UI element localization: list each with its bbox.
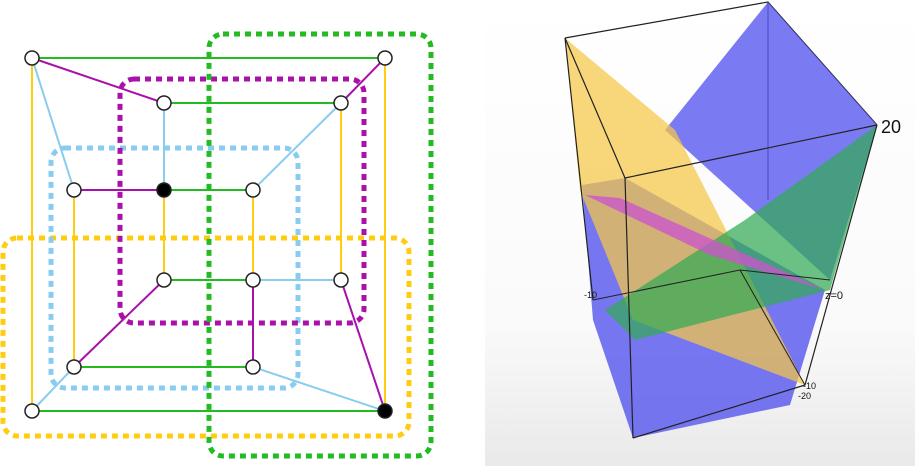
- node-outer-top-right: [377, 50, 393, 66]
- tick-label-bottom-2: -20: [798, 391, 811, 401]
- graph-diagram-panel: [0, 0, 445, 466]
- group-box-light-blue: [48, 145, 301, 391]
- node-inner-top-left: [156, 95, 172, 111]
- tick-label-bottom-1: -10: [803, 381, 816, 391]
- box-front-edge: [624, 177, 634, 439]
- graph-diagram: [0, 31, 434, 459]
- node-mid-left-upper: [66, 182, 82, 198]
- box-inner-edge: [592, 269, 741, 301]
- edge-light-blue: [31, 366, 75, 412]
- box-inner-edge: [739, 269, 806, 386]
- node-outer-bottom-right: [377, 403, 393, 419]
- tick-label-left: -10: [584, 290, 597, 300]
- node-outer-bottom-left: [24, 403, 40, 419]
- edge-light-blue: [252, 102, 342, 191]
- tick-label-top: 20: [881, 117, 901, 137]
- node-center-upper-right: [245, 182, 261, 198]
- node-inner-right-lower: [333, 272, 349, 288]
- group-box-purple: [117, 76, 367, 326]
- box-left-edge: [564, 37, 594, 301]
- edge-light-blue: [252, 366, 386, 412]
- node-center-lower-left: [156, 272, 172, 288]
- node-center-upper-left: [156, 182, 172, 198]
- node-mid-left-lower: [66, 359, 82, 375]
- group-box-yellow: [0, 235, 412, 439]
- node-inner-top-right: [333, 95, 349, 111]
- node-outer-top-left: [24, 50, 40, 66]
- box-right-edge: [804, 124, 878, 386]
- edge-purple: [73, 279, 165, 368]
- box-bottom-edge: [632, 384, 806, 439]
- edge-purple: [340, 57, 386, 104]
- edge-purple: [340, 279, 386, 412]
- edge-purple: [31, 57, 165, 104]
- group-box-green: [206, 31, 434, 459]
- 3d-planes-plot-panel: 20 -10 z=0 -10 -20: [485, 0, 915, 466]
- edge-light-blue: [31, 57, 75, 191]
- plane-label-z0: z=0: [825, 290, 843, 302]
- plane-magenta: [585, 195, 825, 290]
- box-inner-edge: [739, 269, 831, 281]
- 3d-planes-plot: 20 -10 z=0 -10 -20: [485, 0, 915, 466]
- node-mid-bottom-right: [245, 359, 261, 375]
- plane-green: [605, 125, 877, 340]
- node-center-lower-right: [245, 272, 261, 288]
